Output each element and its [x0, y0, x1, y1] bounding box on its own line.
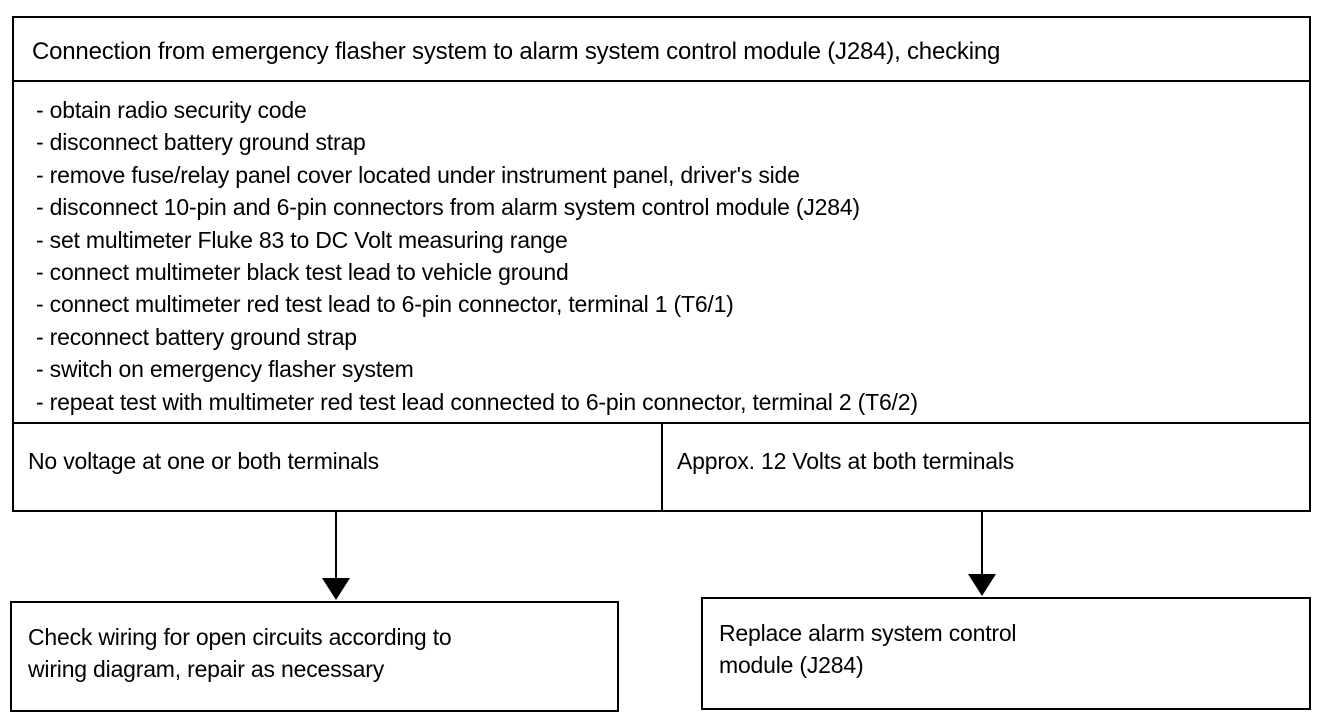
action-line: Replace alarm system control: [719, 620, 1017, 646]
step-item: - obtain radio security code: [36, 97, 307, 123]
result-label-12-volts: Approx. 12 Volts at both terminals: [677, 448, 1015, 474]
steps-list: - obtain radio security code - disconnec…: [36, 94, 918, 418]
result-box-12-volts: Approx. 12 Volts at both terminals: [661, 422, 1311, 512]
result-label-no-voltage: No voltage at one or both terminals: [28, 448, 379, 474]
step-item: - repeat test with multimeter red test l…: [36, 388, 918, 415]
action-box-replace-module: Replace alarm system control module (J28…: [701, 597, 1311, 710]
diagram-title: Connection from emergency flasher system…: [32, 38, 1001, 65]
left-arrow-head: [322, 578, 350, 600]
action-text-replace-module: Replace alarm system control module (J28…: [719, 617, 1017, 681]
step-item: - connect multimeter black test lead to …: [36, 259, 569, 286]
step-item: - remove fuse/relay panel cover located …: [36, 161, 800, 188]
right-arrow-head: [968, 574, 996, 596]
step-item: - connect multimeter red test lead to 6-…: [36, 291, 734, 318]
action-line: wiring diagram, repair as necessary: [28, 656, 385, 682]
step-item: - set multimeter Fluke 83 to DC Volt mea…: [36, 226, 568, 253]
result-box-no-voltage: No voltage at one or both terminals: [12, 422, 663, 512]
action-line: Check wiring for open circuits according…: [28, 624, 452, 650]
action-line: module (J284): [719, 652, 864, 678]
step-item: - disconnect 10-pin and 6-pin connectors…: [36, 194, 860, 221]
step-item: - disconnect battery ground strap: [36, 129, 366, 156]
step-item: - switch on emergency flasher system: [36, 356, 414, 383]
title-box: Connection from emergency flasher system…: [12, 16, 1311, 82]
action-box-check-wiring: Check wiring for open circuits according…: [10, 601, 619, 712]
action-text-check-wiring: Check wiring for open circuits according…: [28, 621, 452, 685]
step-item: - reconnect battery ground strap: [36, 323, 357, 350]
